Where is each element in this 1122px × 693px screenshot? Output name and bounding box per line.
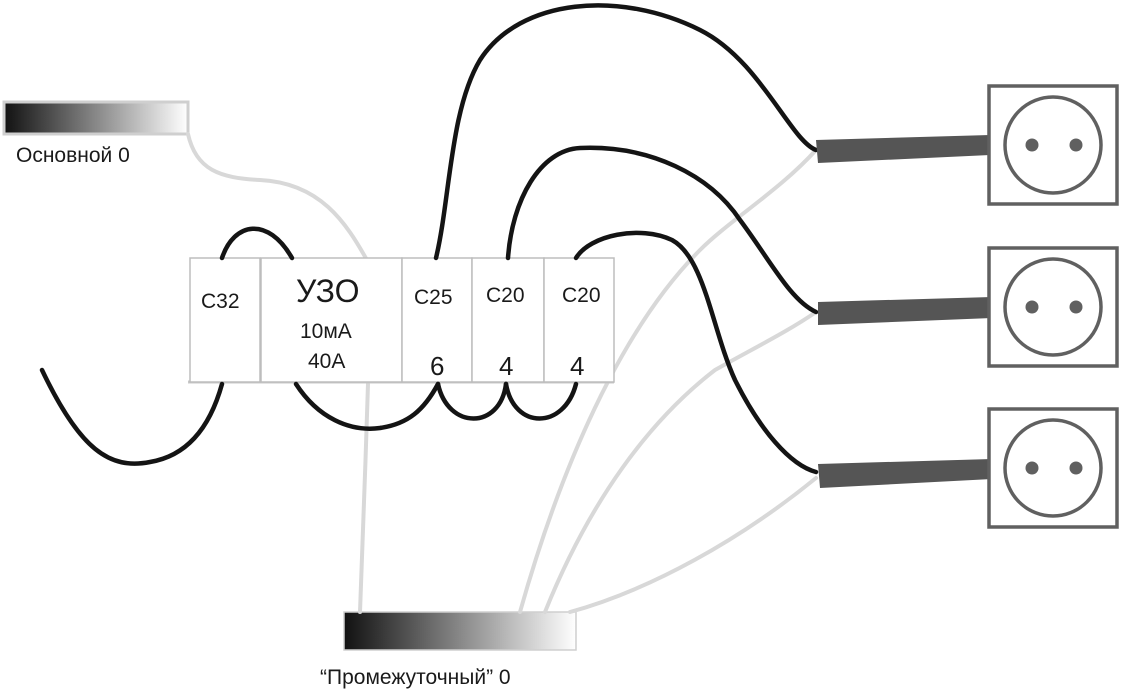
breaker-c25[interactable]: C25 6 [401,257,473,383]
phase-rcd-to-c25-loop [293,381,441,431]
rcd-current: 40А [308,350,345,373]
rcd-sensitivity: 10мА [300,320,352,343]
phase-c20a-to-socket-2 [505,145,819,315]
breaker-c20-first-rating: C20 [486,284,525,307]
cable-socket-2 [818,297,992,325]
phase-c25-to-socket-1 [433,3,819,261]
breaker-c20-second-wire-size: 4 [570,351,584,381]
breaker-c25-wire-size: 6 [430,351,444,381]
cable-socket-1 [816,135,990,163]
phase-c32-to-rcd-jumper [219,226,295,261]
neutral-wires [186,132,818,614]
neutral-intermediate-to-socket-1 [518,148,818,614]
socket-3-pin-left [1025,461,1039,475]
socket-2-pin-left [1025,300,1039,314]
socket-3 [987,407,1119,529]
breaker-c20-first[interactable]: C20 4 [471,257,545,383]
socket-2-pin-right [1069,300,1083,314]
rcd-module[interactable]: УЗО 10мА 40А [260,257,403,383]
breaker-c25-rating: C25 [414,286,453,309]
socket-3-pin-right [1069,461,1083,475]
neutral-rcd-to-intermediate [358,382,370,614]
phase-c20b-to-socket-3 [573,230,819,475]
main-neutral-bus [2,100,190,136]
phase-wires [39,3,819,475]
breaker-c32-rating: C32 [201,290,240,313]
breaker-c32[interactable]: C32 [189,257,261,383]
breaker-c20-second[interactable]: C20 4 [543,257,615,383]
breaker-c20-first-wire-size: 4 [499,351,513,381]
neutral-main-to-rcd [186,132,370,264]
phase-input [39,367,225,466]
neutral-intermediate-to-socket-2 [543,310,818,614]
cable-socket-3 [818,459,992,488]
socket-2 [987,246,1119,368]
phase-jumper-c25-c20a [435,381,509,421]
breaker-panel: C32 УЗО 10мА 40А C25 6 C20 4 C20 4 [188,257,615,384]
socket-1 [987,84,1119,206]
socket-1-pin-left [1025,138,1039,152]
main-neutral-label: Основной 0 [16,144,130,167]
phase-jumper-c20a-c20b [503,381,579,421]
rcd-label: УЗО [296,273,359,309]
breaker-c20-second-rating: C20 [562,284,601,307]
socket-cables [816,135,992,488]
intermediate-neutral-label: “Промежуточный” 0 [320,666,511,689]
socket-1-pin-right [1069,138,1083,152]
neutral-intermediate-to-socket-3 [568,476,818,614]
intermediate-neutral-bus [343,611,577,651]
